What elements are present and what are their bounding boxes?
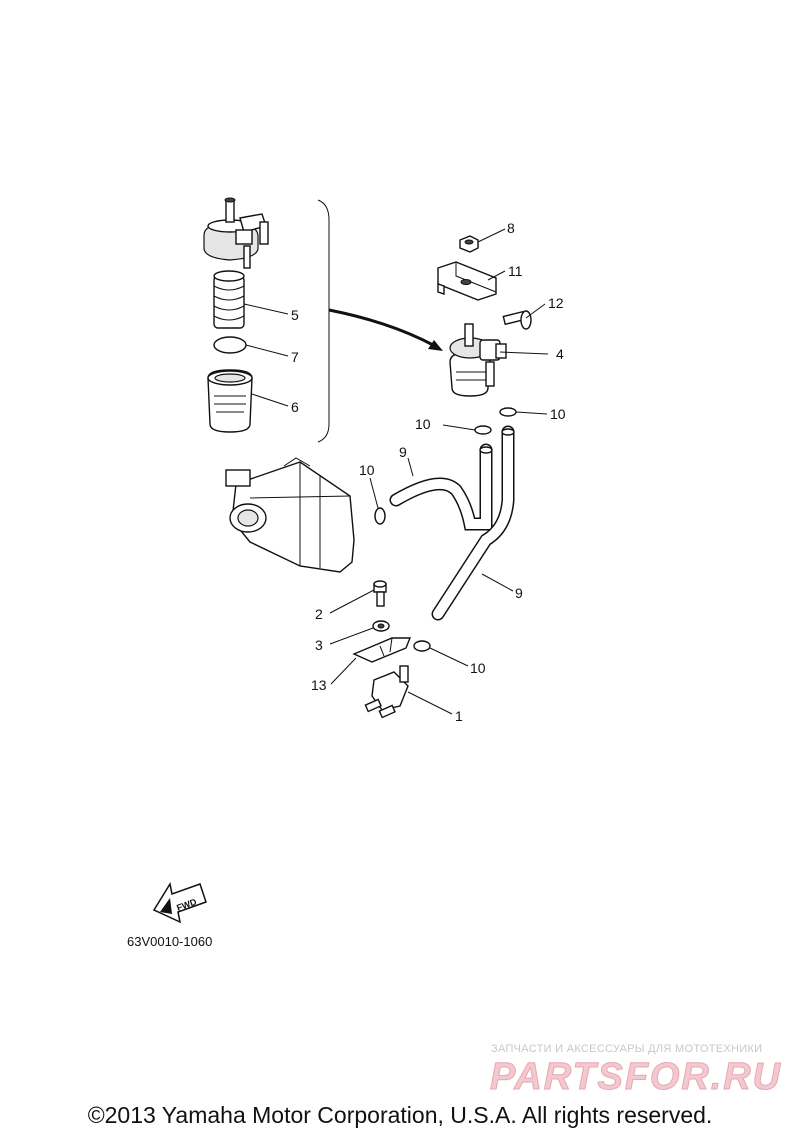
callout-9-b: 9 bbox=[515, 585, 523, 601]
callout-11: 11 bbox=[508, 263, 523, 279]
bracket bbox=[437, 261, 497, 301]
callout-2: 2 bbox=[315, 606, 323, 622]
bolt-2 bbox=[373, 580, 387, 607]
bolt-12 bbox=[502, 310, 532, 330]
fuel-filter-assembly bbox=[449, 323, 507, 397]
fuel-hose-upper bbox=[389, 443, 493, 531]
callout-12: 12 bbox=[548, 295, 564, 311]
nut bbox=[459, 235, 479, 253]
fwd-arrow-icon: FWD bbox=[152, 881, 207, 924]
copyright-notice: ©2013 Yamaha Motor Corporation, U.S.A. A… bbox=[87, 1102, 713, 1128]
washer bbox=[372, 620, 390, 632]
exploded-view-bracket bbox=[317, 199, 330, 443]
watermark-tagline: ЗАПЧАСТИ И АКСЕССУАРЫ ДЛЯ МОТОТЕХНИКИ bbox=[491, 1043, 763, 1055]
filter-element bbox=[213, 270, 245, 329]
watermark-logo-text: PARTSFOR.RU bbox=[490, 1056, 782, 1095]
callout-13: 13 bbox=[311, 677, 327, 693]
o-ring bbox=[213, 336, 247, 354]
callout-8: 8 bbox=[507, 220, 515, 236]
callout-10-c: 10 bbox=[359, 462, 375, 478]
callout-7: 7 bbox=[291, 349, 299, 365]
callout-1: 1 bbox=[455, 708, 463, 724]
callout-6: 6 bbox=[291, 399, 299, 415]
watermark-logo: PARTSFOR.RU bbox=[490, 1056, 783, 1096]
callout-4: 4 bbox=[556, 346, 564, 362]
callout-9-a: 9 bbox=[399, 444, 407, 460]
callout-10-d: 10 bbox=[470, 660, 486, 676]
exploded-view-arrow bbox=[328, 308, 436, 348]
fuel-hose-lower bbox=[431, 425, 515, 621]
carburetor bbox=[225, 457, 355, 573]
clip-10d bbox=[413, 640, 431, 652]
callout-5: 5 bbox=[291, 307, 299, 323]
exploded-view-arrowhead bbox=[428, 340, 443, 351]
callout-10-a: 10 bbox=[415, 416, 431, 432]
clip-10b bbox=[499, 407, 517, 417]
reference-code: 63V0010-1060 bbox=[127, 934, 213, 949]
leader-lines bbox=[243, 228, 549, 715]
filter-cup bbox=[207, 369, 253, 433]
bracket-plate bbox=[352, 637, 412, 663]
filter-cap bbox=[203, 197, 269, 269]
fuel-joint bbox=[364, 665, 409, 719]
clip-10a bbox=[474, 425, 492, 435]
callout-10-b: 10 bbox=[550, 406, 566, 422]
callout-3: 3 bbox=[315, 637, 323, 653]
clip-10c bbox=[374, 507, 386, 525]
